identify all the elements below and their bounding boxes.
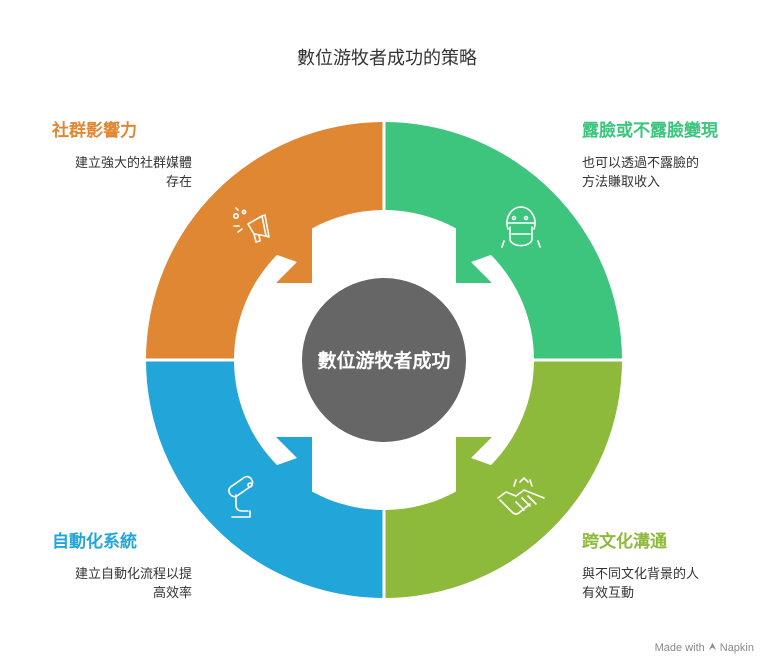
watermark-prefix: Made with (654, 642, 705, 654)
label-social-influence: 社群影響力 建立強大的社群媒體 存在 (52, 120, 192, 192)
arrow-social-influence (252, 219, 312, 283)
label-automation: 自動化系統 建立自動化流程以提 高效率 (52, 531, 192, 603)
desc-social-influence-line-2: 存在 (165, 175, 192, 190)
heading-social-influence: 社群影響力 (52, 121, 137, 141)
desc-social-influence-line-1: 建立強大的社群媒體 (74, 156, 192, 171)
desc-cross-cultural-line-1: 與不同文化背景的人 (582, 567, 700, 582)
napkin-watermark[interactable]: Made with Napkin (655, 642, 754, 654)
center-label: 數位游牧者成功 (317, 349, 450, 372)
napkin-logo-icon (708, 642, 716, 651)
arrow-monetization (456, 219, 516, 283)
center-circle (302, 278, 466, 442)
desc-automation-line-2: 高效率 (152, 586, 192, 601)
arrow-cross-cultural (456, 437, 516, 501)
heading-monetization: 露臉或不露臉變現 (582, 121, 718, 141)
heading-automation: 自動化系統 (52, 532, 137, 552)
watermark-brand: Napkin (719, 642, 754, 654)
diagram-title: 數位游牧者成功的策略 (297, 48, 477, 69)
desc-monetization-line-1: 也可以透過不露臉的 (582, 156, 700, 171)
label-monetization: 露臉或不露臉變現 也可以透過不露臉的 方法賺取收入 (582, 120, 752, 192)
masked-face-icon (501, 206, 541, 248)
heading-cross-cultural: 跨文化溝通 (582, 532, 667, 552)
handshake-icon (497, 477, 545, 515)
desc-cross-cultural-line-2: 有效互動 (582, 586, 635, 601)
arrow-automation (252, 437, 312, 501)
desc-automation-line-1: 建立自動化流程以提 (74, 567, 192, 582)
megaphone-icon (232, 207, 270, 243)
robotic-arm-icon (228, 475, 254, 518)
label-cross-cultural: 跨文化溝通 與不同文化背景的人 有效互動 (582, 531, 752, 603)
desc-monetization-line-2: 方法賺取收入 (582, 175, 661, 190)
